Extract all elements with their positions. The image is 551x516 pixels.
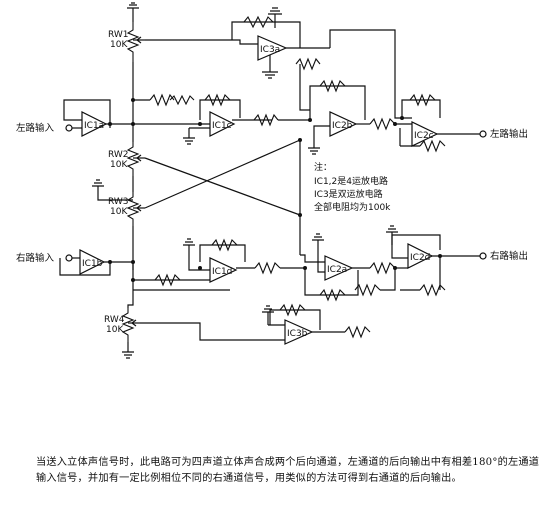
right-output-label: 右路输出: [490, 250, 528, 262]
right-input-label: 右路输入: [16, 252, 55, 264]
ic1b-label: IC1b: [82, 259, 103, 269]
ic1a-label: IC1a: [84, 121, 104, 131]
rw1-label: RW1: [108, 30, 129, 40]
ic3b-label: IC3b: [287, 329, 308, 339]
opamp-ic2a: IC2a: [324, 255, 354, 281]
opamp-ic1a: IC1a: [81, 111, 108, 137]
rw2-label: RW2: [108, 150, 129, 160]
left-input-label: 左路输入: [16, 122, 55, 134]
rw1-value: 10K: [110, 40, 128, 50]
opamp-ic2c: IC2c: [411, 121, 439, 147]
opamp-ic1c: IC1c: [209, 111, 236, 137]
ic2a-label: IC2a: [327, 265, 347, 275]
note-line-2: IC1,2是4运放电路: [314, 175, 388, 187]
note-line-1: 注：: [314, 161, 332, 173]
rw3-value: 10K: [110, 207, 128, 217]
ground-symbols: [92, 2, 398, 359]
caption-text: 当送入立体声信号时，此电路可为四声道立体声合成两个后向通道，左通道的后向输出中有…: [36, 457, 540, 484]
wires: [59, 15, 480, 341]
note-line-3: IC3是双运放电路: [314, 188, 383, 200]
ic2c-label: IC2c: [414, 131, 434, 141]
terminals: [65, 124, 487, 262]
ic1d-label: IC1d: [212, 267, 232, 277]
ic2b-label: IC2b: [332, 121, 353, 131]
opamp-ic2d: IC2d: [407, 243, 434, 269]
rw4-value: 10K: [106, 325, 124, 335]
rw3-label: RW3: [108, 197, 129, 207]
ic1c-label: IC1c: [212, 121, 232, 131]
component-note: 注： IC1,2是4运放电路 IC3是双运放电路 全部电阻均为100k: [314, 161, 391, 213]
note-line-4: 全部电阻均为100k: [314, 201, 391, 213]
junctions: [108, 98, 442, 282]
rw2-value: 10K: [110, 160, 128, 170]
opamp-ic1d: IC1d: [209, 257, 238, 283]
opamp-ic1b: IC1b: [79, 249, 106, 275]
opamp-ic3b: IC3b: [284, 319, 314, 345]
left-output-label: 左路输出: [490, 128, 528, 140]
ic2d-label: IC2d: [410, 253, 430, 263]
ic3a-label: IC3a: [260, 45, 280, 55]
opamp-ic2b: IC2b: [329, 111, 358, 137]
potentiometers: [121, 22, 145, 342]
rw4-label: RW4: [104, 315, 125, 325]
opamp-ic3a: IC3a: [257, 35, 288, 61]
circuit-schematic: IC1a IC1b IC1c IC1d IC2a IC2b IC2c IC2d …: [16, 2, 528, 359]
